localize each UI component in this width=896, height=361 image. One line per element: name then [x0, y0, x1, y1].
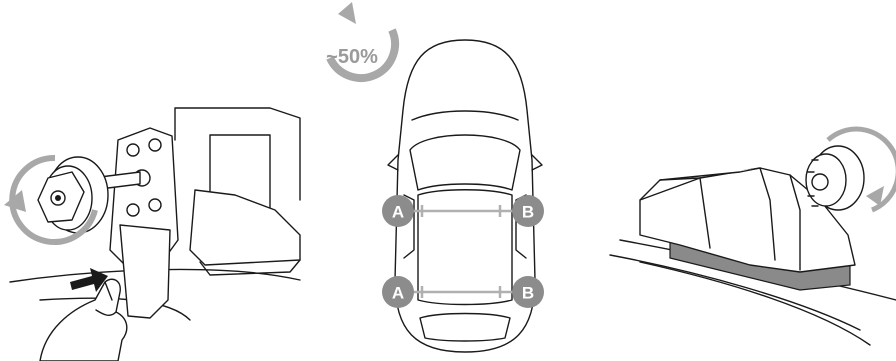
hand-icon [40, 279, 127, 361]
rotation-indicator: ~50% [326, 2, 395, 78]
badge-front-right: B [512, 195, 544, 227]
svg-text:B: B [522, 203, 534, 222]
badge-rear-right: B [512, 276, 544, 308]
svg-text:B: B [522, 284, 534, 303]
car-outline-icon [388, 40, 542, 352]
tighten-knob-icon [38, 157, 108, 233]
badge-front-left: A [382, 195, 414, 227]
rotation-percent-label: ~50% [326, 46, 378, 68]
panel-right-foot-closeup [610, 129, 896, 345]
svg-text:A: A [392, 284, 404, 303]
svg-text:A: A [392, 203, 404, 222]
badge-rear-left: A [382, 276, 414, 308]
panel-left-foot-adjustment [4, 108, 300, 361]
